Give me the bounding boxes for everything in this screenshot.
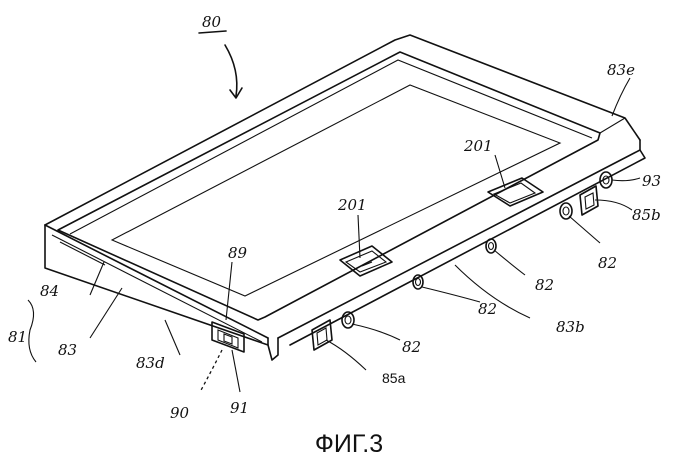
- leader-lines: [28, 31, 640, 392]
- label-201-left: 201: [337, 196, 367, 214]
- figure-caption: ФИГ.3: [315, 430, 383, 458]
- label-84: 84: [40, 282, 59, 300]
- label-90: 90: [170, 404, 190, 422]
- label-82-b: 82: [478, 300, 497, 318]
- label-83: 83: [58, 341, 77, 359]
- label-83b: 83b: [556, 318, 585, 336]
- label-91: 91: [230, 399, 249, 417]
- label-93: 93: [642, 172, 661, 190]
- label-85b: 85b: [632, 206, 661, 224]
- slot-201-left: [340, 246, 392, 276]
- label-82-a: 82: [402, 338, 421, 356]
- label-80: 80: [202, 13, 222, 31]
- label-85a: 85a: [382, 370, 406, 386]
- label-83e: 83e: [607, 61, 635, 79]
- label-82-c: 82: [535, 276, 554, 294]
- label-81: 81: [8, 328, 27, 346]
- label-82-d: 82: [598, 254, 617, 272]
- label-201-right: 201: [463, 137, 493, 155]
- label-83d: 83d: [136, 354, 165, 372]
- label-89: 89: [228, 244, 248, 262]
- slot-201-right: [488, 178, 543, 206]
